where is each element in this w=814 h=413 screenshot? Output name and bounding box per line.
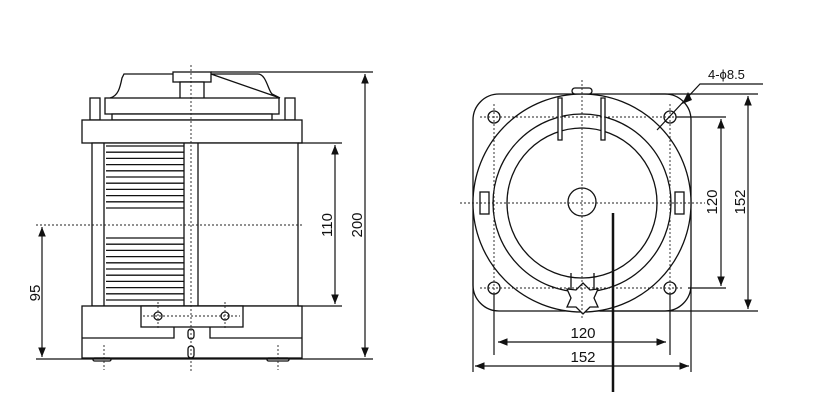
- dim-label-120-vertical: 120: [704, 189, 721, 214]
- lid-plate: [104, 97, 280, 115]
- dim-label-200: 200: [349, 212, 366, 237]
- dim-label-95: 95: [27, 285, 44, 302]
- fresnel-lens-ribs: [106, 145, 184, 301]
- dim-label-120-horizontal: 120: [570, 325, 595, 342]
- top-view: 120 152 120 152 4-ϕ8.5: [460, 67, 763, 392]
- post-right: [284, 97, 296, 121]
- mounting-bracket: [140, 305, 244, 328]
- post-left: [89, 97, 101, 121]
- side-view: 200 110 95: [27, 65, 373, 372]
- dim-label-152-vertical: 152: [732, 189, 749, 214]
- hole-callout-leader: [656, 83, 763, 131]
- cap-knob: [172, 71, 212, 83]
- top-flange: [81, 119, 303, 144]
- star-knob: [565, 282, 600, 315]
- hole-callout: 4-ϕ8.5: [708, 67, 745, 82]
- lamp-cap-dome: [109, 73, 281, 99]
- dim-label-152-horizontal: 152: [570, 349, 595, 366]
- lid-ring: [111, 113, 273, 121]
- dim-label-110: 110: [319, 213, 336, 237]
